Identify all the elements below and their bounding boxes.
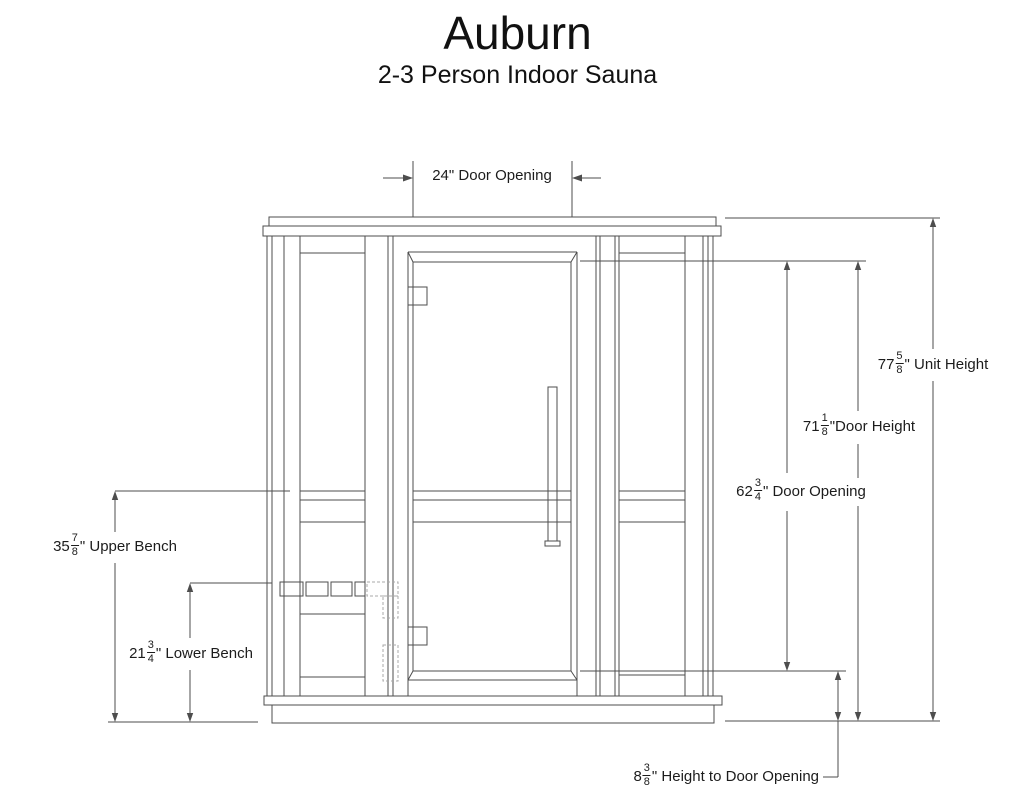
dimension-lines — [108, 161, 940, 778]
hidden-lines — [366, 581, 399, 682]
door-handle — [547, 386, 558, 542]
arrow-up-icon — [834, 671, 842, 680]
arrow-up-icon — [783, 261, 791, 270]
left-glass-panel — [300, 252, 365, 678]
arrow-up-icon — [929, 218, 937, 227]
roof-crown — [262, 216, 722, 237]
arrow-down-icon — [783, 662, 791, 671]
wall-stiles — [266, 236, 714, 696]
door-assembly — [407, 251, 578, 696]
arrow-left-icon — [572, 174, 582, 182]
page-title: Auburn — [443, 7, 592, 59]
arrow-up-icon — [186, 583, 194, 592]
arrow-up-icon — [854, 261, 862, 270]
dim-door-opening-width-lines — [383, 161, 601, 217]
arrow-down-icon — [834, 712, 842, 721]
header: Auburn 2-3 Person Indoor Sauna — [0, 8, 1035, 90]
dim-right-extension-lines — [580, 217, 940, 722]
dim-upper-bench-line — [114, 490, 290, 713]
arrow-down-icon — [186, 713, 194, 722]
door-hinge-top — [407, 286, 428, 306]
arrow-up-icon — [111, 491, 119, 500]
lower-bench-slats — [279, 581, 366, 597]
arrow-down-icon — [111, 713, 119, 722]
arrow-down-icon — [929, 712, 937, 721]
dimension-arrows — [111, 174, 937, 722]
arrow-down-icon — [854, 712, 862, 721]
dim-door-opening-width-label: 24" Door Opening — [430, 163, 554, 189]
page-subtitle: 2-3 Person Indoor Sauna — [377, 61, 658, 89]
door-handle-foot — [544, 540, 561, 547]
door-frame — [407, 251, 578, 696]
dim-lower-bench-line — [189, 582, 272, 713]
dim-height-to-door-opening-line — [823, 680, 839, 778]
right-glass-panel — [619, 252, 685, 676]
base-plinth — [263, 695, 723, 724]
sauna-structure — [262, 216, 723, 724]
arrow-right-icon — [403, 174, 413, 182]
door-hinge-bottom — [407, 626, 428, 646]
bench-lines — [300, 490, 685, 523]
